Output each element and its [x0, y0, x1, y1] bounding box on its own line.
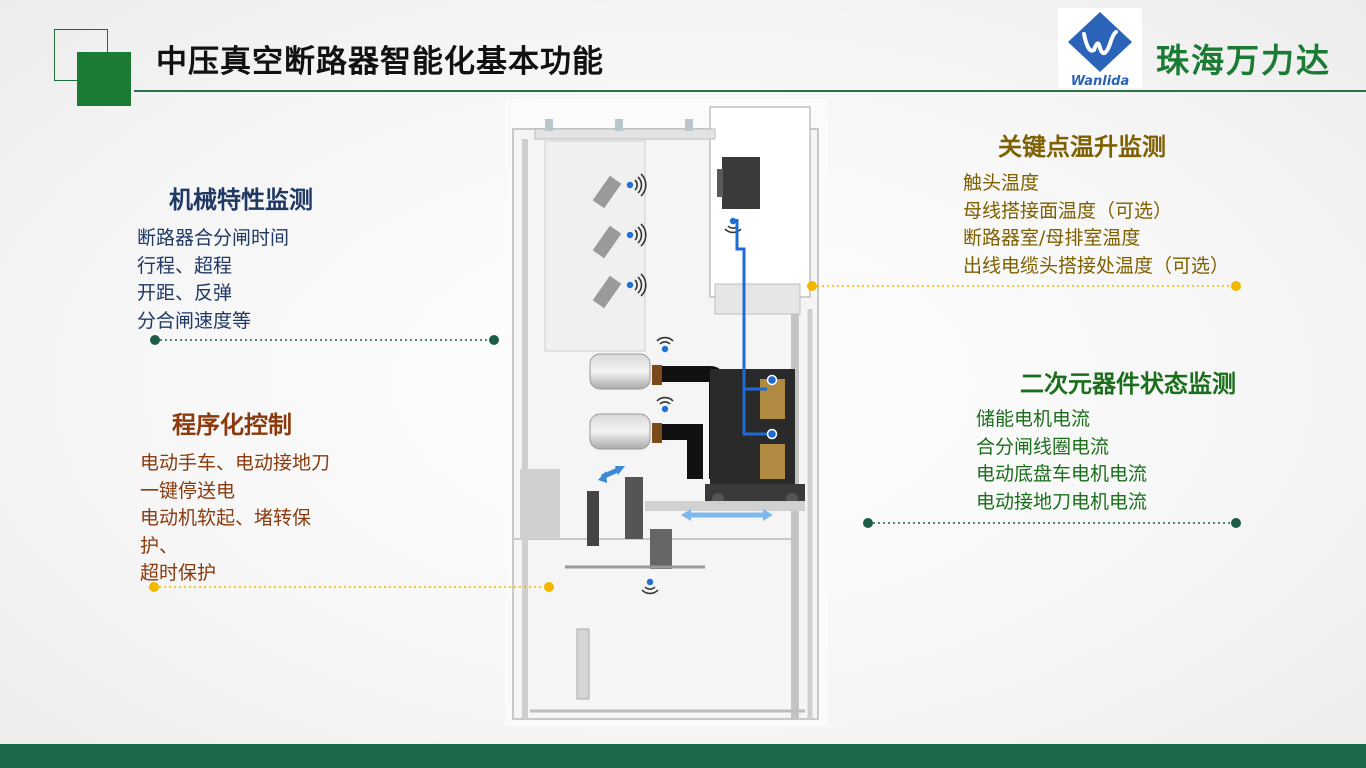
connector-dot: [150, 335, 160, 345]
list-item: 电动接地刀电机电流: [976, 490, 1148, 513]
list-item: 断路器室/母排室温度: [963, 227, 1141, 249]
brand-name: 珠海万力达: [1156, 41, 1331, 80]
connector-dot: [1231, 281, 1241, 291]
program-control-list: 电动手车、电动接地刀 一键停送电 电动机软起、堵转保 护、 超时保护: [140, 450, 330, 588]
secondary-component-list: 储能电机电流 合分闸线圈电流 电动底盘车电机电流 电动接地刀电机电流: [976, 406, 1147, 516]
wanlida-logo-icon: Wanlida: [1058, 8, 1142, 88]
mechanical-monitoring-list: 断路器合分闸时间 行程、超程 开距、反弹 分合闸速度等: [137, 225, 289, 335]
list-item: 开距、反弹: [137, 282, 233, 304]
list-item: 电动底盘车电机电流: [976, 463, 1148, 485]
list-item: 断路器合分闸时间: [137, 227, 290, 249]
program-control-title: 程序化控制: [172, 411, 292, 439]
list-item: 电动手车、电动接地刀: [140, 452, 331, 474]
list-item: 母线搭接面温度（可选）: [963, 199, 1173, 222]
temperature-monitoring-title: 关键点温升监测: [998, 133, 1166, 161]
list-item: 触头温度: [963, 172, 1040, 194]
list-item: 储能电机电流: [976, 408, 1091, 430]
list-item: 电动机软起、堵转保: [140, 507, 312, 529]
corner-filled-square: [77, 52, 131, 106]
connector-dot: [863, 518, 873, 528]
secondary-component-title: 二次元器件状态监测: [1020, 370, 1236, 398]
list-item: 行程、超程: [137, 254, 233, 277]
list-item: 护、: [140, 534, 179, 557]
footer-bar: [0, 744, 1366, 768]
list-item: 出线电缆头搭接处温度（可选）: [963, 254, 1230, 277]
page-title: 中压真空断路器智能化基本功能: [156, 44, 604, 80]
mechanical-monitoring-title: 机械特性监测: [169, 186, 313, 214]
list-item: 分合闸速度等: [137, 309, 252, 332]
connector-dot: [1231, 518, 1241, 528]
connector-dot: [489, 335, 499, 345]
logo-wordmark: Wanlida: [1071, 74, 1129, 88]
title-divider: [134, 90, 1366, 92]
list-item: 超时保护: [140, 562, 217, 584]
list-item: 合分闸线圈电流: [976, 435, 1110, 458]
temperature-monitoring-list: 触头温度 母线搭接面温度（可选） 断路器室/母排室温度 出线电缆头搭接处温度（可…: [963, 170, 1229, 280]
switchgear-cabinet-diagram: [505, 99, 828, 726]
list-item: 一键停送电: [140, 479, 236, 502]
